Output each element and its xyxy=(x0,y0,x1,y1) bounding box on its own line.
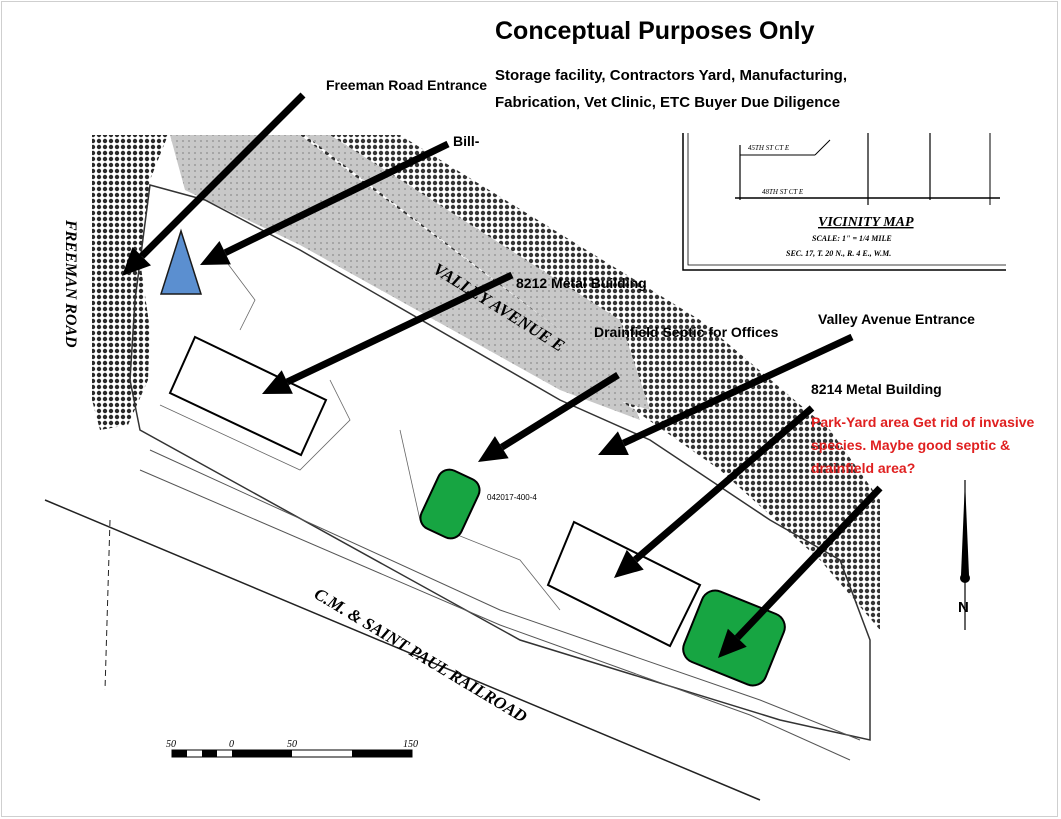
scale-bar xyxy=(171,749,413,758)
building-8212 xyxy=(168,335,328,457)
north-label: N xyxy=(958,599,969,616)
scale-tick-3: 150 xyxy=(403,739,418,750)
vicinity-map xyxy=(682,133,1006,271)
drainfield-pad xyxy=(419,468,481,540)
scale-tick-2: 50 xyxy=(287,739,297,750)
scale-tick-0: 50 xyxy=(166,739,176,750)
valley-entrance-label: Valley Avenue Entrance xyxy=(818,311,975,327)
metal-8214-arrow-shaft xyxy=(632,405,815,563)
valley-avenue-road xyxy=(170,135,640,420)
drainfield-arrow-head xyxy=(478,436,509,462)
metal-building-8214-label: 8214 Metal Building xyxy=(811,381,942,397)
scale-tick-1: 0 xyxy=(229,739,234,750)
drainfield-label: Drainfield Septic for Offices xyxy=(594,324,779,340)
railroad-line xyxy=(44,499,761,801)
freeman-entrance-arrow-head xyxy=(122,247,151,276)
pointer-arrows xyxy=(122,92,883,658)
parcel-number-label: 042017-400-4 xyxy=(487,493,537,502)
uses-line-1: Storage facility, Contractors Yard, Manu… xyxy=(495,67,848,84)
vicinity-map-scale: SCALE: 1" = 1/4 MILE xyxy=(812,234,892,243)
contour-line xyxy=(224,259,256,331)
contour-line xyxy=(139,469,851,761)
contour-line xyxy=(159,379,351,471)
valley-entrance-arrow-head xyxy=(598,431,629,455)
freeman-road-shading xyxy=(92,135,168,430)
street-48-label: 48TH ST CT E xyxy=(762,188,804,196)
east-vegetation-shading xyxy=(300,135,880,630)
metal-8212-arrow-shaft xyxy=(285,271,514,386)
metal-8214-arrow-head xyxy=(614,549,644,578)
railroad-label: C.M. & SAINT PAUL RAILROAD xyxy=(311,584,530,726)
park-yard-note: Park-Yard area Get rid of invasive speci… xyxy=(811,414,1035,476)
bill-arrow-shaft xyxy=(223,140,450,256)
north-arrow xyxy=(960,480,970,630)
page-title: Conceptual Purposes Only xyxy=(495,17,815,45)
parcel-boundary xyxy=(129,184,871,741)
freeman-road-label: FREEMAN ROAD xyxy=(62,219,79,348)
freeman-entrance-label: Freeman Road Entrance xyxy=(326,77,488,93)
bill-label: Bill- xyxy=(453,133,480,149)
vicinity-map-section: SEC. 17, T. 20 N., R. 4 E., W.M. xyxy=(786,249,891,258)
valley-entrance-arrow-shaft xyxy=(621,333,854,447)
bill-arrow-head xyxy=(200,241,231,265)
building-8214 xyxy=(546,520,702,648)
contour-line xyxy=(149,449,861,741)
drainfield-arrow-shaft xyxy=(499,372,620,451)
street-45-label: 45TH ST CT E xyxy=(748,144,790,152)
survey-line xyxy=(104,519,111,691)
uses-line-2: Fabrication, Vet Clinic, ETC Buyer Due D… xyxy=(495,94,841,111)
freeman-entrance-arrow-shaft xyxy=(139,92,306,259)
metal-8212-arrow-head xyxy=(262,370,293,394)
park-yard-arrow-shaft xyxy=(734,485,883,641)
bill-triangle-marker xyxy=(159,228,203,295)
metal-building-8212-label: 8212 Metal Building xyxy=(516,275,647,291)
contour-line xyxy=(399,429,561,611)
valley-avenue-road-2 xyxy=(305,135,650,410)
vicinity-map-title: VICINITY MAP xyxy=(818,215,914,230)
park-yard-arrow-head xyxy=(718,628,747,658)
